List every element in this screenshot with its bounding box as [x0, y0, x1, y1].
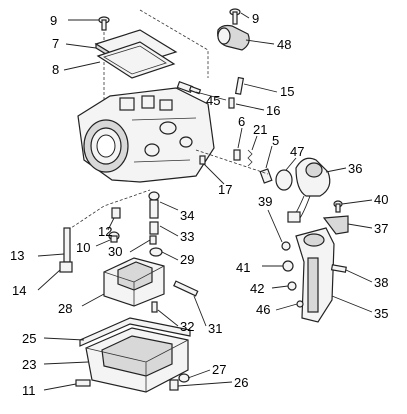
callout-30: 30 — [108, 244, 122, 259]
callout-28: 28 — [58, 301, 72, 316]
part-35 — [295, 227, 335, 323]
callout-27: 27 — [212, 362, 226, 377]
part-38 — [330, 264, 347, 273]
callout-17: 17 — [218, 182, 232, 197]
part-11 — [75, 379, 91, 387]
callout-7: 7 — [52, 36, 59, 51]
part-27 — [178, 373, 190, 383]
part-17 — [199, 155, 206, 165]
part-34 — [148, 191, 160, 219]
float-group — [103, 257, 199, 313]
callout-42: 42 — [250, 281, 264, 296]
callout-45: 45 — [206, 93, 220, 108]
callout-41: 41 — [236, 260, 250, 275]
callout-9-left: 9 — [50, 13, 57, 28]
part-25 — [79, 317, 191, 347]
cover-gasket — [96, 41, 176, 79]
middle-valve-parts — [148, 191, 163, 257]
part-31 — [173, 280, 199, 297]
callout-40: 40 — [374, 192, 388, 207]
part-32 — [151, 301, 158, 313]
part-28 — [103, 257, 165, 307]
callout-13: 13 — [10, 248, 24, 263]
callout-39: 39 — [258, 194, 272, 209]
callout-35: 35 — [374, 306, 388, 321]
carburetor-body — [77, 81, 215, 183]
part-5 — [259, 168, 273, 184]
part-46 — [296, 300, 304, 308]
callout-34: 34 — [180, 208, 194, 223]
callout-48: 48 — [277, 37, 291, 52]
part-42 — [287, 281, 297, 291]
part-12 — [111, 207, 121, 219]
callout-26: 26 — [234, 375, 248, 390]
part-16 — [228, 97, 235, 109]
part-23 — [85, 327, 189, 393]
part-30 — [149, 235, 157, 245]
part-40 — [333, 200, 343, 213]
throttle-sensor-assembly — [275, 157, 349, 323]
part-37 — [322, 215, 349, 235]
top-cover-group — [94, 9, 209, 100]
body-screw — [176, 81, 202, 95]
callout-10: 10 — [76, 240, 90, 255]
cover-screw — [98, 16, 110, 31]
callout-15: 15 — [280, 84, 294, 99]
callout-31: 31 — [208, 321, 222, 336]
callout-8: 8 — [52, 62, 59, 77]
cap-screw — [229, 8, 241, 25]
callout-12: 12 — [98, 224, 112, 239]
part-10 — [108, 231, 120, 243]
part-15 — [234, 76, 245, 95]
callout-16: 16 — [266, 103, 280, 118]
callout-21: 21 — [253, 122, 267, 137]
callout-32: 32 — [180, 319, 194, 334]
part-14 — [59, 261, 73, 273]
callout-11: 11 — [22, 383, 36, 398]
leader-lines — [37, 12, 373, 391]
callout-29: 29 — [180, 252, 194, 267]
part-21 — [247, 149, 253, 167]
callout-9-right: 9 — [252, 11, 259, 26]
callout-23: 23 — [22, 357, 36, 372]
callout-labels: 9 9 7 48 8 15 45 16 6 21 5 47 36 17 39 4… — [10, 11, 388, 398]
callout-38: 38 — [374, 275, 388, 290]
callout-33: 33 — [180, 229, 194, 244]
float-bowl-group — [75, 317, 191, 393]
adjust-screw-set — [195, 76, 273, 184]
part-26 — [169, 379, 179, 391]
left-jet-parts — [59, 189, 151, 273]
part-41 — [282, 260, 294, 272]
callout-46: 46 — [256, 302, 270, 317]
callout-47: 47 — [290, 144, 304, 159]
callout-5: 5 — [272, 133, 279, 148]
part-29 — [149, 247, 163, 257]
part-39 — [281, 241, 291, 251]
callout-14: 14 — [12, 283, 26, 298]
part-47 — [275, 169, 293, 191]
part-6 — [233, 149, 241, 161]
part-33 — [149, 221, 159, 235]
callout-36: 36 — [348, 161, 362, 176]
part-36 — [287, 157, 331, 223]
part-13 — [63, 227, 71, 263]
callout-25: 25 — [22, 331, 36, 346]
callout-37: 37 — [374, 221, 388, 236]
top-right-cap-group — [217, 8, 250, 51]
callout-6: 6 — [238, 114, 245, 129]
